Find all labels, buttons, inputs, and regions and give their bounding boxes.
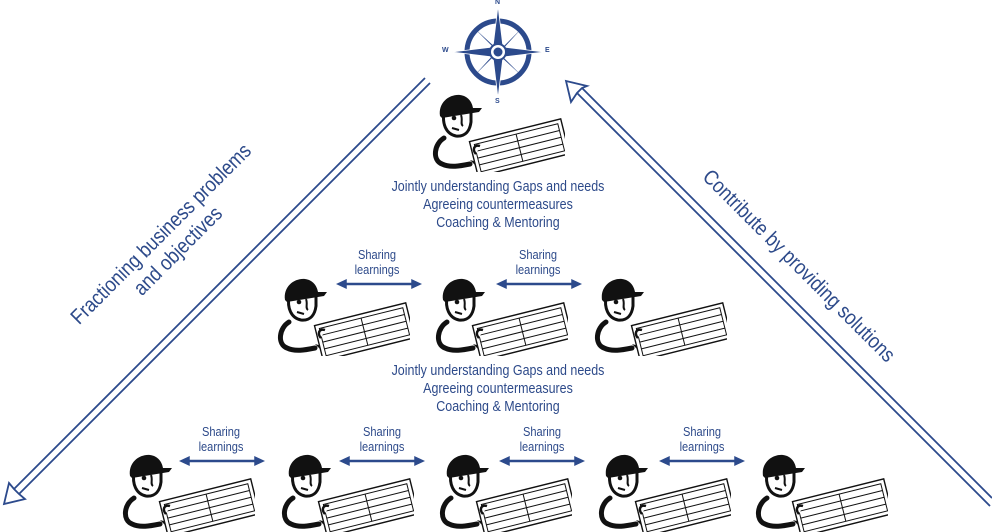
compass: N S W E xyxy=(442,0,554,110)
worker-figure xyxy=(275,278,410,356)
sharing-line2: learnings xyxy=(354,262,400,277)
sharing-line2: learnings xyxy=(519,439,565,454)
double-arrow-down-left-icon xyxy=(2,77,431,506)
sharing-label: Sharing learnings xyxy=(660,424,745,454)
text-line: Jointly understanding Gaps and needs xyxy=(391,179,605,195)
double-arrow-up-left-icon xyxy=(564,79,992,507)
top-level-text: Jointly understanding Gaps and needs Agr… xyxy=(368,178,628,232)
sharing-line1: Sharing xyxy=(201,424,241,439)
compass-east-label: E xyxy=(545,47,550,54)
compass-south-label: S xyxy=(495,98,500,105)
sharing-line2: learnings xyxy=(359,439,405,454)
sharing-line1: Sharing xyxy=(357,247,397,262)
sharing-line2: learnings xyxy=(198,439,244,454)
worker-figure xyxy=(430,94,565,172)
sharing-line2: learnings xyxy=(679,439,725,454)
worker-figure xyxy=(753,454,888,532)
worker-figure xyxy=(279,454,414,532)
sharing-label: Sharing learnings xyxy=(179,424,264,454)
sharing-line2: learnings xyxy=(515,262,561,277)
sharing-label: Sharing learnings xyxy=(496,247,581,277)
worker-figure xyxy=(437,454,572,532)
sharing-line1: Sharing xyxy=(518,247,558,262)
text-line: Jointly understanding Gaps and needs xyxy=(391,363,605,379)
sharing-line1: Sharing xyxy=(522,424,562,439)
compass-north-label: N xyxy=(495,0,501,6)
text-line: Agreeing countermeasures xyxy=(423,381,573,397)
worker-figure xyxy=(120,454,255,532)
sharing-line1: Sharing xyxy=(682,424,722,439)
compass-west-label: W xyxy=(442,47,449,54)
text-line: Coaching & Mentoring xyxy=(436,399,560,415)
worker-figure xyxy=(433,278,568,356)
sharing-label: Sharing learnings xyxy=(340,424,425,454)
text-line: Agreeing countermeasures xyxy=(423,197,573,213)
worker-figure xyxy=(592,278,727,356)
text-line: Coaching & Mentoring xyxy=(436,215,560,231)
sharing-label: Sharing learnings xyxy=(500,424,585,454)
middle-level-text: Jointly understanding Gaps and needs Agr… xyxy=(368,362,628,416)
sharing-label: Sharing learnings xyxy=(335,247,420,277)
compass-rose-icon xyxy=(451,5,545,99)
worker-figure xyxy=(596,454,731,532)
sharing-line1: Sharing xyxy=(362,424,402,439)
